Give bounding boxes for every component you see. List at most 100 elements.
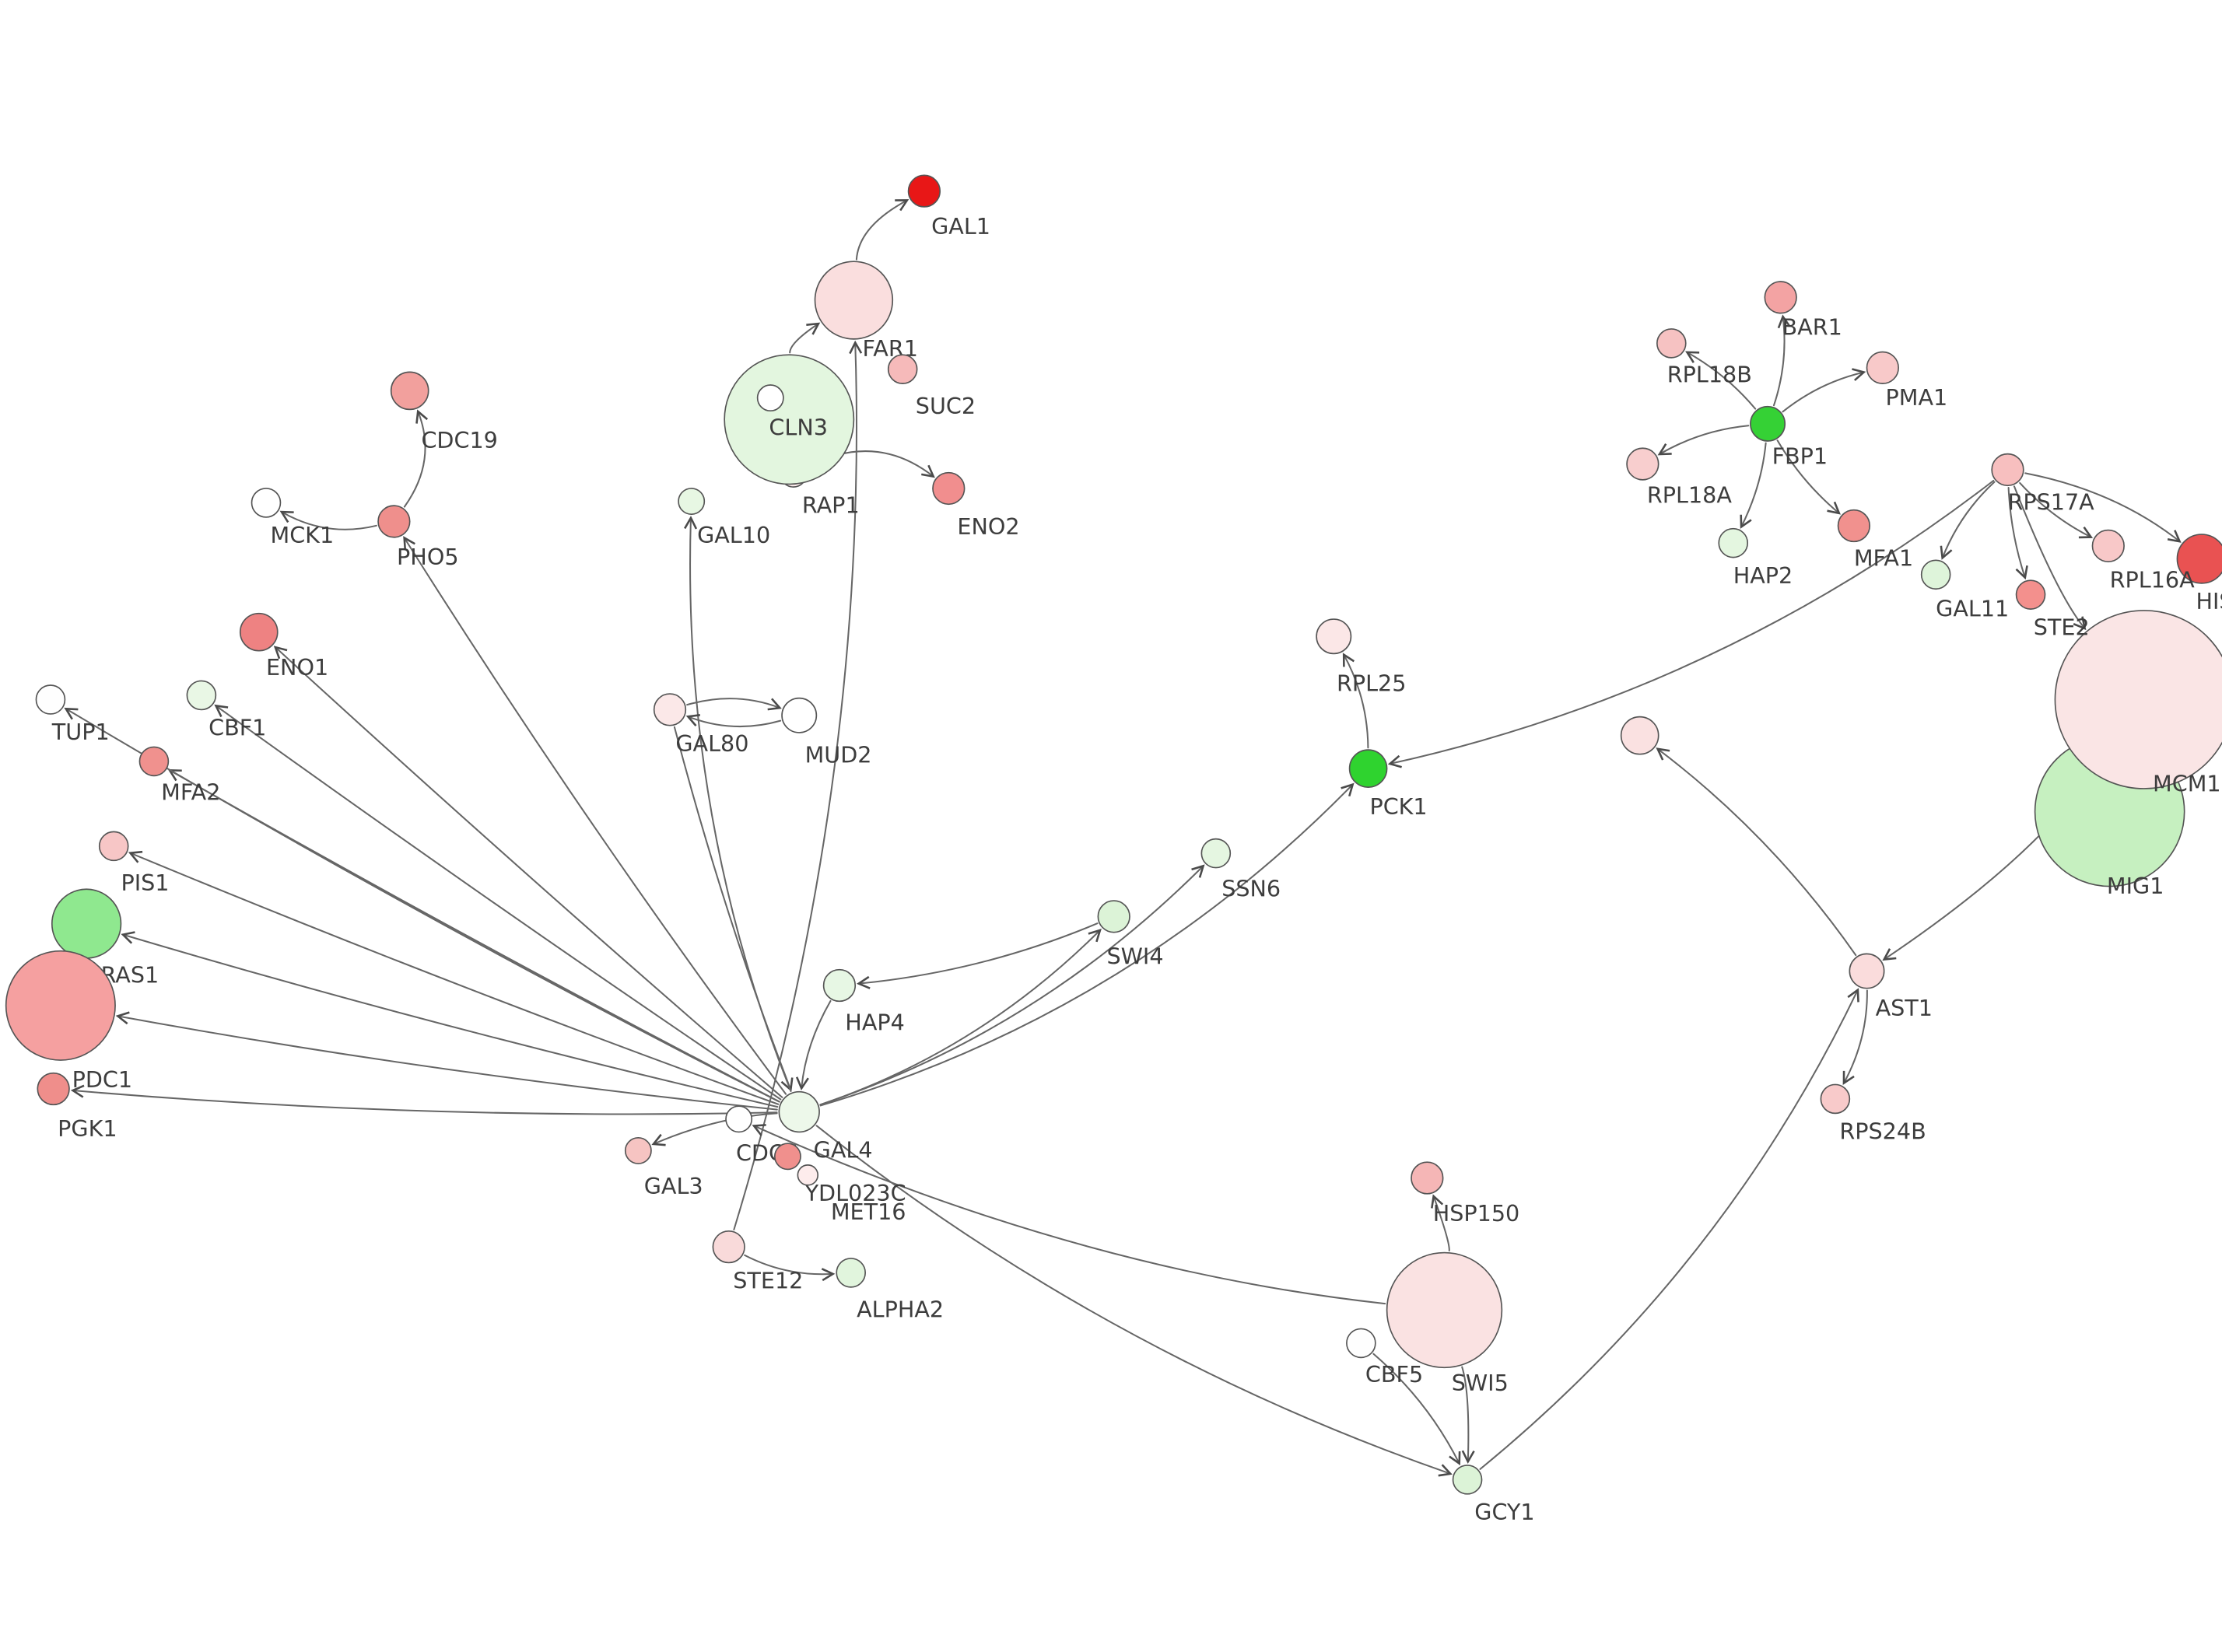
edge-GAL4-GCY1[interactable] xyxy=(815,1125,1453,1477)
edge-GAL4-CBF1[interactable] xyxy=(214,704,782,1101)
edge-HAP4-GAL4[interactable] xyxy=(795,999,832,1090)
node-MCK1-shape[interactable] xyxy=(251,488,282,518)
node-RPL18A-shape[interactable] xyxy=(1626,447,1659,481)
node-MET16-label: MET16 xyxy=(831,1199,906,1225)
edge-FBP1-MFA1[interactable] xyxy=(1776,439,1841,515)
edge-FAR1-GAL1[interactable] xyxy=(855,199,909,261)
node-RPS17A-shape[interactable] xyxy=(1991,453,2024,487)
node-MFA1-shape[interactable] xyxy=(1837,509,1871,543)
edge-GAL4-PDC1[interactable] xyxy=(115,1011,778,1111)
edge-FBP1-PMA1[interactable] xyxy=(1782,368,1866,413)
edge-GAL4-RAS1[interactable] xyxy=(121,931,779,1108)
node-ALPHA2-shape[interactable] xyxy=(836,1258,867,1288)
edge-FBP1-RPL18A[interactable] xyxy=(1657,425,1750,456)
edge-AST1-NODE_B[interactable] xyxy=(1656,747,1857,957)
node-CBF5-shape[interactable] xyxy=(1346,1328,1376,1359)
node-PIS1-shape[interactable] xyxy=(98,831,129,862)
node-CBF1-shape[interactable] xyxy=(186,680,217,711)
edge-SWI5-GCY1[interactable] xyxy=(1461,1366,1475,1465)
node-YDL023C-shape[interactable] xyxy=(773,1143,801,1171)
edge-CLN3-FAR1[interactable] xyxy=(789,322,821,354)
node-TUP1-shape[interactable] xyxy=(35,684,66,715)
node-GAL3-shape[interactable] xyxy=(624,1136,652,1164)
edge-PHO5-MCK1[interactable] xyxy=(279,510,377,530)
node-MUD2-shape[interactable] xyxy=(781,697,818,733)
node-SWI5-shape[interactable] xyxy=(1386,1251,1503,1369)
node-ENO1-shape[interactable] xyxy=(239,612,279,652)
edge-GCY1-AST1[interactable] xyxy=(1479,988,1859,1470)
edge-SWI5-CDC6[interactable] xyxy=(752,1124,1386,1305)
edge-RPS17A-MCM1[interactable] xyxy=(2013,485,2087,631)
edge-FBP1-RPL18B[interactable] xyxy=(1685,351,1757,410)
edge-GAL4-PGK1[interactable] xyxy=(70,1084,778,1115)
node-MET16-shape[interactable] xyxy=(797,1164,819,1186)
node-ENO2-shape[interactable] xyxy=(932,471,966,506)
edge-RPS17A-HIS4[interactable] xyxy=(2024,472,2182,543)
edge-AST1-RPS24B[interactable] xyxy=(1842,989,1868,1086)
node-PDC1-shape[interactable] xyxy=(5,950,116,1061)
node-SSN6-shape[interactable] xyxy=(1200,838,1232,869)
edge-GAL4-MFA2[interactable] xyxy=(167,768,780,1103)
node-HAP2-shape[interactable] xyxy=(1718,527,1749,558)
edge-GAL4-SSN6[interactable] xyxy=(819,864,1205,1106)
edge-GAL4-TUP1[interactable] xyxy=(64,707,780,1103)
edge-GAL4-PCK1[interactable] xyxy=(819,782,1355,1107)
node-HIS4-shape[interactable] xyxy=(2176,534,2222,584)
edge-RPS17A-GAL11[interactable] xyxy=(1940,481,1996,560)
node-PMA1-shape[interactable] xyxy=(1866,351,1899,384)
node-NODE_A-shape[interactable] xyxy=(756,384,784,412)
node-PCK1-shape[interactable] xyxy=(1348,749,1388,788)
node-GAL80-shape[interactable] xyxy=(653,693,687,726)
node-RPL25-shape[interactable] xyxy=(1316,618,1352,655)
node-RPS24B-shape[interactable] xyxy=(1820,1083,1851,1115)
node-GAL1-shape[interactable] xyxy=(907,174,941,208)
edge-FBP1-BAR1[interactable] xyxy=(1772,314,1791,407)
edge-STE12-FAR1[interactable] xyxy=(733,340,863,1231)
edge-RPS17A-PCK1[interactable] xyxy=(1387,479,1995,768)
edge-STE12-ALPHA2[interactable] xyxy=(744,1254,836,1282)
edge-FBP1-HAP2[interactable] xyxy=(1740,442,1767,529)
edge-GAL4-GAL10[interactable] xyxy=(684,516,792,1092)
node-STE12-shape[interactable] xyxy=(712,1230,745,1264)
node-GAL11-shape[interactable] xyxy=(1920,559,1951,590)
node-HSP150-shape[interactable] xyxy=(1411,1161,1444,1195)
node-GAL4-shape[interactable] xyxy=(778,1090,820,1133)
edge-CBF5-GCY1[interactable] xyxy=(1372,1353,1461,1466)
edge-GAL4-SWI4[interactable] xyxy=(819,928,1102,1106)
node-CDC6-shape[interactable] xyxy=(725,1105,753,1133)
node-HAP4-shape[interactable] xyxy=(822,968,857,1003)
edge-MUD2-GAL80[interactable] xyxy=(685,714,782,728)
node-GCY1-shape[interactable] xyxy=(1452,1465,1483,1495)
node-BAR1-shape[interactable] xyxy=(1764,281,1797,314)
edge-GAL4-PIS1[interactable] xyxy=(128,850,780,1105)
node-STE2-shape[interactable] xyxy=(2015,579,2046,610)
node-RPL16A-shape[interactable] xyxy=(2091,529,2125,562)
node-NODE_B-shape[interactable] xyxy=(1620,716,1659,755)
node-CLN3-shape[interactable] xyxy=(724,354,855,485)
node-RAS1-shape[interactable] xyxy=(51,888,122,959)
node-FAR1-shape[interactable] xyxy=(814,261,894,340)
node-CDC19-shape[interactable] xyxy=(390,371,429,411)
edge-GAL4-PHO5[interactable] xyxy=(403,536,787,1095)
node-SWI4-shape[interactable] xyxy=(1097,900,1130,933)
node-FBP1-shape[interactable] xyxy=(1750,405,1786,442)
edge-GAL80-MUD2[interactable] xyxy=(686,698,782,711)
node-MFA2-shape[interactable] xyxy=(138,746,170,777)
node-AST1-shape[interactable] xyxy=(1849,953,1885,989)
node-PHO5-shape[interactable] xyxy=(377,505,411,538)
edge-SWI4-HAP4[interactable] xyxy=(856,922,1099,989)
node-RPL18B-shape[interactable] xyxy=(1656,328,1687,359)
edge-PCK1-RPL25[interactable] xyxy=(1342,653,1369,749)
node-GAL10-shape[interactable] xyxy=(678,488,706,516)
edge-RPS17A-STE2[interactable] xyxy=(2007,487,2028,580)
node-CBF1: CBF1 xyxy=(186,680,266,741)
edge-SWI5-HSP150[interactable] xyxy=(1431,1194,1450,1251)
node-PGK1-shape[interactable] xyxy=(37,1072,70,1106)
node-SUC2-shape[interactable] xyxy=(887,354,918,384)
node-MCM1-shape[interactable] xyxy=(2054,610,2222,789)
edge-PHO5-CDC19[interactable] xyxy=(403,409,429,508)
edge-GAL4-GAL3[interactable] xyxy=(651,1112,778,1146)
edge-GAL4-ENO1[interactable] xyxy=(273,646,783,1098)
edge-RPS17A-RPL16A[interactable] xyxy=(2019,481,2094,539)
